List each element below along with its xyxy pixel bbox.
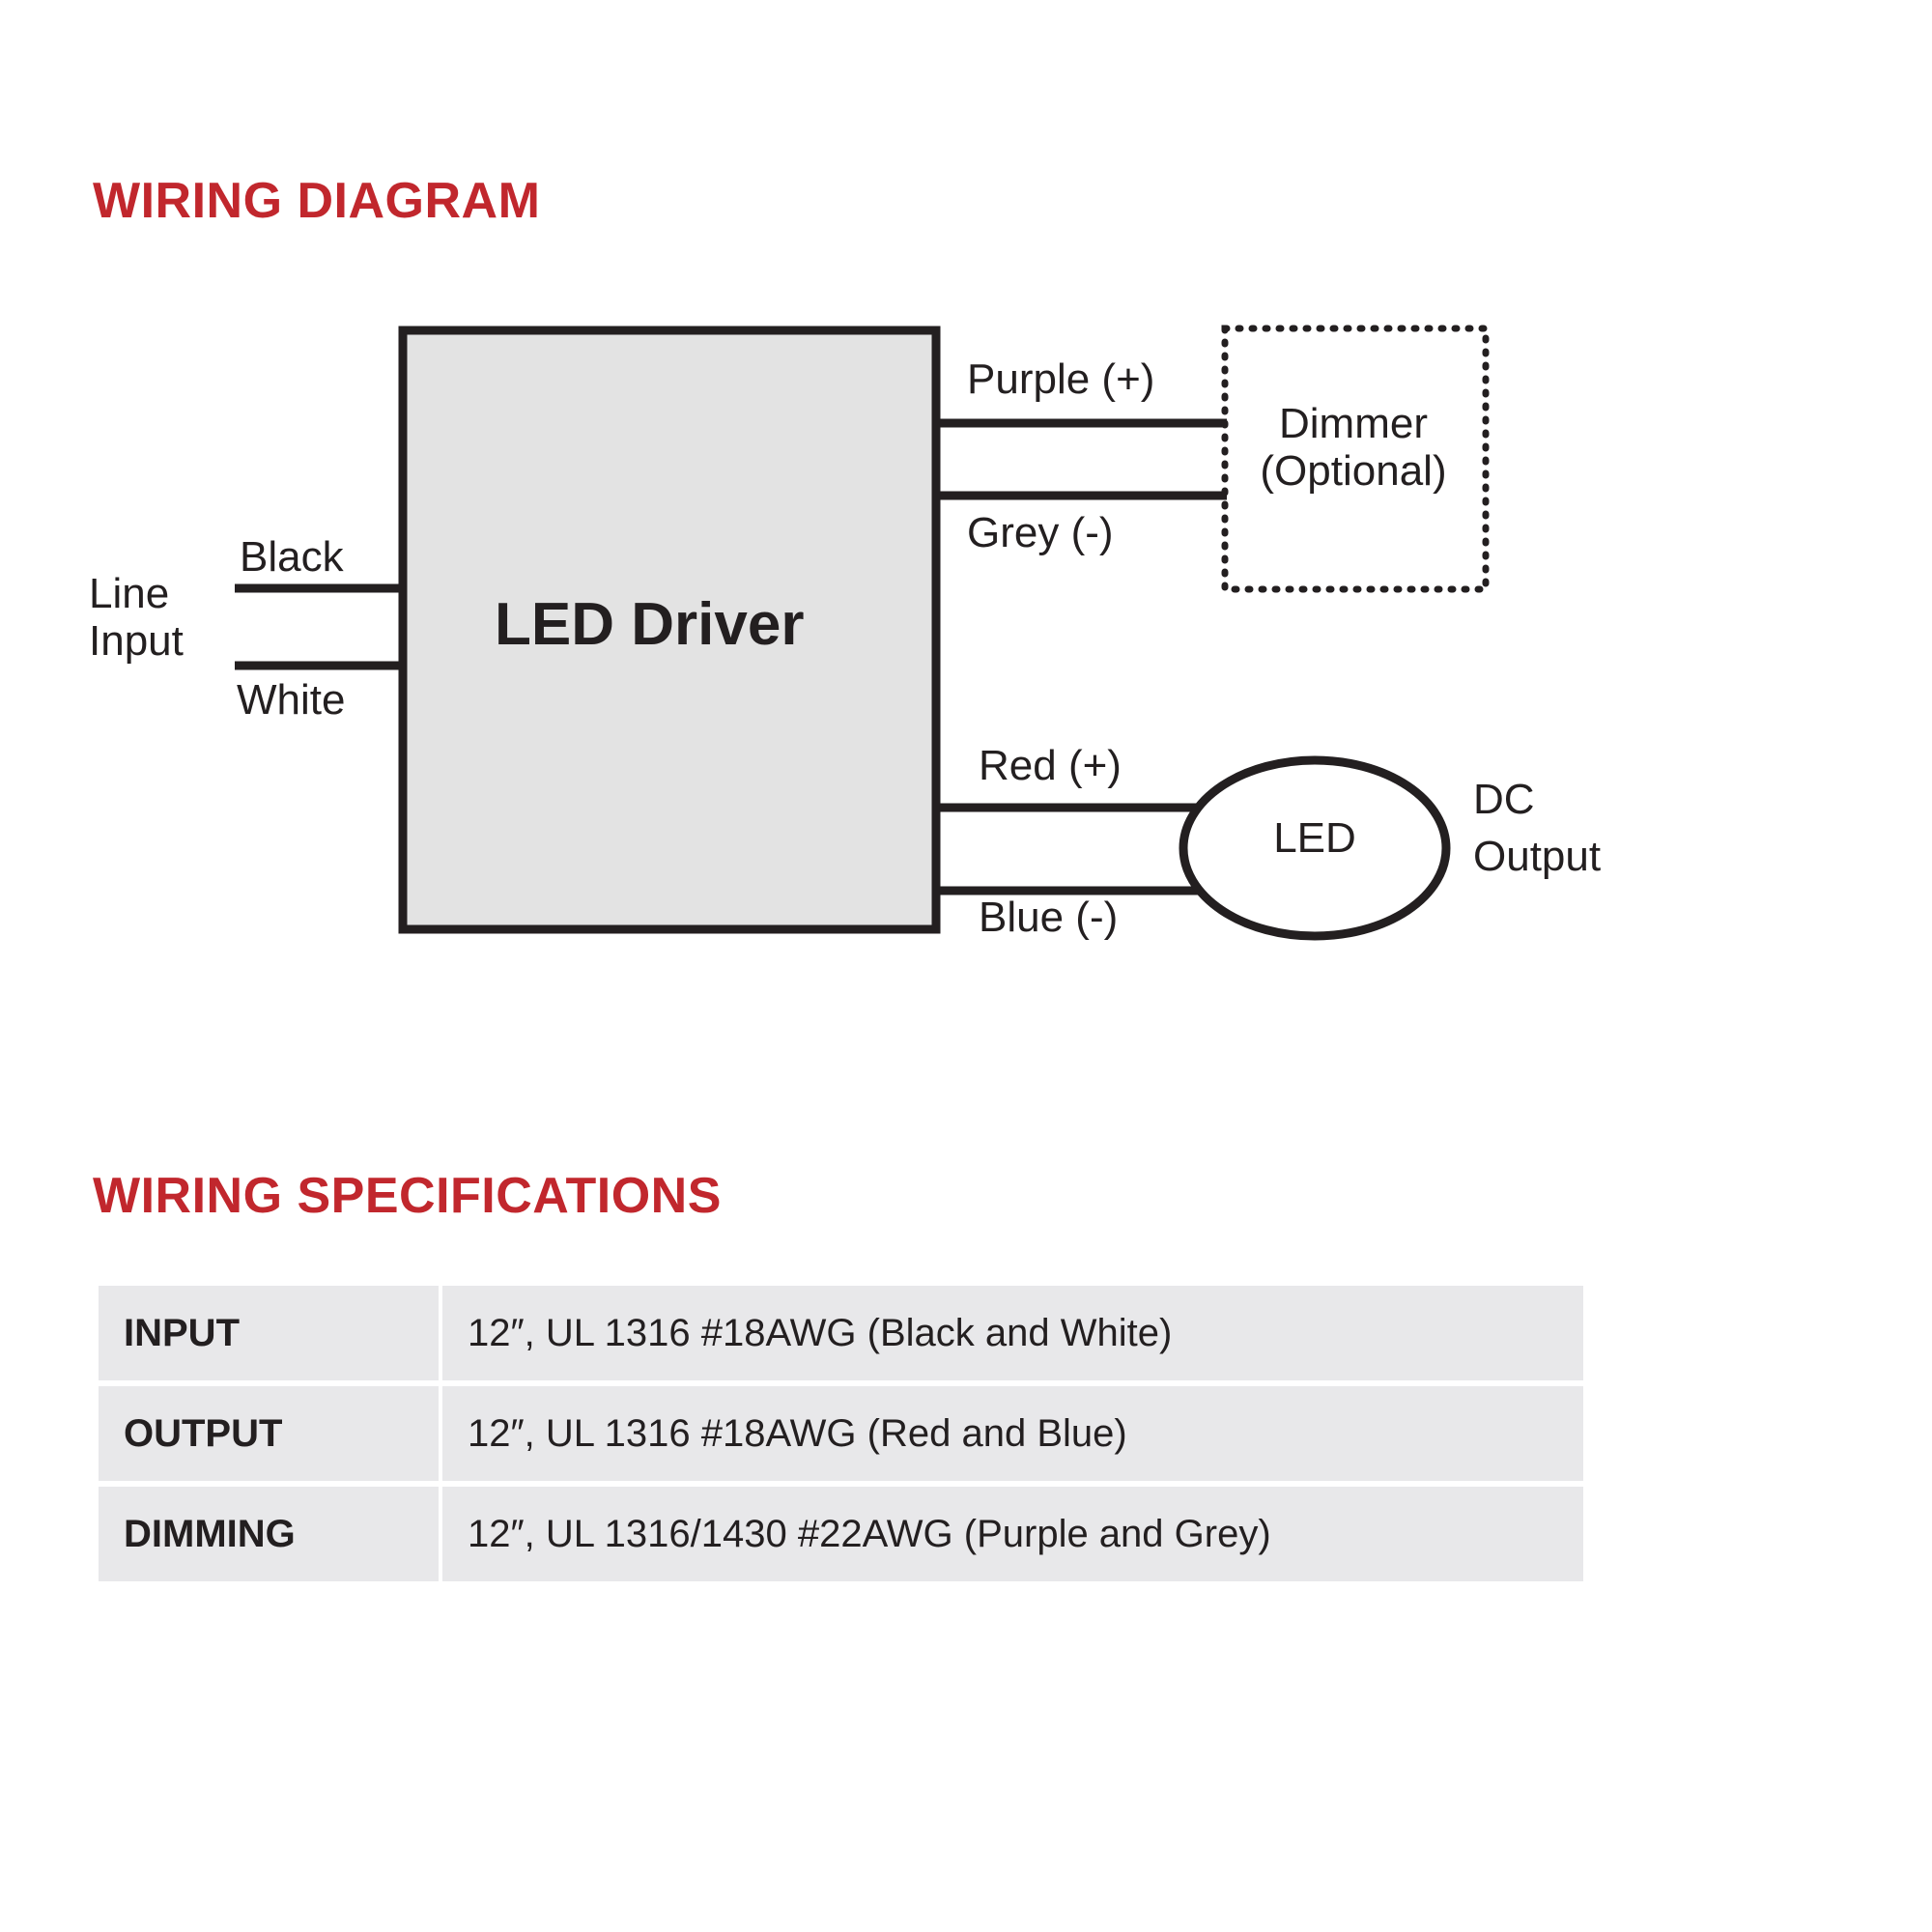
grey-wire-label: Grey (-) xyxy=(967,509,1114,556)
black-wire-label: Black xyxy=(240,533,344,581)
spec-row-key: INPUT xyxy=(99,1286,439,1380)
led-node-label: LED xyxy=(1273,814,1356,862)
wiring-diagram-graphics xyxy=(235,325,1490,941)
table-row: INPUT 12″, UL 1316 #18AWG (Black and Whi… xyxy=(99,1286,1583,1380)
dc-output-label: DC Output xyxy=(1473,771,1601,886)
wiring-diagram-heading: WIRING DIAGRAM xyxy=(93,173,541,229)
dimmer-optional-box xyxy=(1221,325,1490,593)
spec-row-value: 12″, UL 1316/1430 #22AWG (Purple and Gre… xyxy=(442,1487,1583,1581)
led-driver-box xyxy=(398,326,941,934)
wiring-specifications-heading: WIRING SPECIFICATIONS xyxy=(93,1168,722,1224)
purple-wire-label: Purple (+) xyxy=(967,355,1155,403)
spec-row-key: OUTPUT xyxy=(99,1386,439,1481)
red-wire-label: Red (+) xyxy=(979,742,1122,789)
white-wire-label: White xyxy=(237,676,346,724)
dimmer-label-line2: (Optional) xyxy=(1260,447,1447,496)
led-driver-label: LED Driver xyxy=(495,591,805,658)
spec-row-value: 12″, UL 1316 #18AWG (Red and Blue) xyxy=(442,1386,1583,1481)
table-row: DIMMING 12″, UL 1316/1430 #22AWG (Purple… xyxy=(99,1487,1583,1581)
dc-output-line2: Output xyxy=(1473,833,1602,881)
line-input-label-line2: Input xyxy=(89,617,184,666)
dimmer-label-line1: Dimmer xyxy=(1279,400,1428,447)
dimmer-optional-label: Dimmer (Optional) xyxy=(1225,400,1482,496)
line-input-label: Line Input xyxy=(89,570,184,666)
wiring-specifications-table: INPUT 12″, UL 1316 #18AWG (Black and Whi… xyxy=(95,1280,1587,1587)
dc-output-line1: DC xyxy=(1473,776,1535,823)
line-input-label-line1: Line xyxy=(89,570,170,617)
blue-wire-label: Blue (-) xyxy=(979,894,1119,941)
spec-row-key: DIMMING xyxy=(99,1487,439,1581)
wiring-diagram-figure: Line Input Black White LED Driver Purple… xyxy=(89,325,1601,941)
table-row: OUTPUT 12″, UL 1316 #18AWG (Red and Blue… xyxy=(99,1386,1583,1481)
led-load-ellipse xyxy=(1179,755,1451,941)
spec-row-value: 12″, UL 1316 #18AWG (Black and White) xyxy=(442,1286,1583,1380)
